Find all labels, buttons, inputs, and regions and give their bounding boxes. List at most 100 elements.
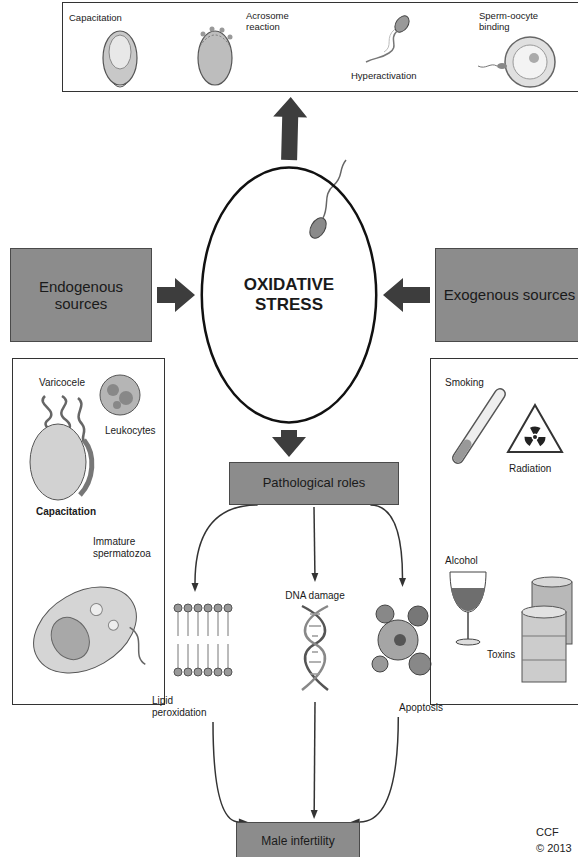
- effect-figure: Lipid peroxidation: [150, 595, 240, 720]
- lipid-bilayer: [224, 604, 232, 612]
- acrosome-sperm: [210, 27, 215, 32]
- block-arrow: [383, 278, 430, 312]
- radiation-sign: [508, 405, 562, 452]
- leukocyte: [100, 375, 140, 415]
- wine-glass: [450, 572, 486, 645]
- apoptotic-cell: [408, 606, 428, 626]
- oocyte: [478, 65, 497, 67]
- flow-line: [360, 717, 399, 822]
- effect-label: DNA damage: [285, 590, 344, 602]
- credit-label: CCF: [536, 826, 559, 838]
- source-label: Alcohol: [445, 555, 478, 567]
- central-ellipse: OXIDATIVE STRESS: [200, 165, 378, 425]
- dna-helix: [302, 606, 328, 690]
- oocyte: [513, 45, 547, 79]
- box-title: Exogenous sources: [444, 286, 576, 303]
- wine-glass: [451, 588, 485, 611]
- arrow-head: [399, 578, 406, 587]
- lipid-bilayer: [178, 644, 228, 668]
- dna-helix: [302, 606, 328, 690]
- varicocele: [30, 396, 92, 500]
- toxic-barrels: [522, 606, 566, 618]
- immature-spermatozoon: [88, 601, 104, 617]
- step-label: Sperm-oocyte binding: [479, 11, 545, 33]
- radiation-sign: [508, 405, 562, 452]
- leukocyte: [113, 401, 121, 409]
- immature-spermatozoon: [44, 610, 97, 666]
- cigarette: [458, 394, 500, 458]
- lipid-bilayer: [204, 604, 212, 612]
- block-arrow: [157, 278, 195, 312]
- immature-spermatozoon: [18, 570, 151, 691]
- oocyte: [505, 37, 555, 87]
- block-arrow: [383, 278, 430, 312]
- capacitation-sperm: [103, 31, 137, 87]
- box-title: Endogenous sources: [17, 278, 145, 313]
- flow-line: [370, 505, 402, 578]
- source-label: Capacitation: [36, 506, 96, 518]
- toxic-barrels: [522, 577, 572, 682]
- flow-line: [313, 702, 315, 810]
- source-label: Toxins: [487, 649, 515, 661]
- wine-glass: [467, 612, 469, 640]
- flow-line: [213, 722, 239, 822]
- arrow-head: [192, 583, 199, 592]
- source-box: Exogenous sources: [435, 248, 578, 342]
- source-panel: SmokingRadiationAlcoholToxins: [430, 358, 578, 705]
- varicocele: [78, 398, 84, 442]
- apoptotic-cell: [378, 620, 418, 660]
- flow-arrow: [311, 507, 318, 582]
- flow-arrow: [213, 722, 248, 826]
- box-title: Male infertility: [261, 835, 334, 849]
- lipid-bilayer: [194, 604, 202, 612]
- immature-spermatozoon: [18, 570, 162, 710]
- lipid-bilayer: [214, 604, 222, 612]
- hyperactivated-sperm: [392, 13, 412, 35]
- effect-figure: DNA damage: [268, 585, 362, 700]
- oocyte: [478, 37, 555, 87]
- lipid-bilayer: [174, 668, 182, 676]
- flow-line: [313, 507, 315, 573]
- toxic-barrels: [522, 660, 566, 661]
- lipid-bilayer: [174, 604, 232, 676]
- oocyte: [529, 53, 539, 63]
- immature-spermatozoon: [107, 618, 121, 632]
- lipid-bilayer: [178, 612, 228, 668]
- hyperactivated-sperm: [384, 29, 395, 52]
- toxic-barrels: [532, 577, 572, 587]
- varicocele: [30, 424, 86, 500]
- step-label: Capacitation: [69, 13, 122, 24]
- lipid-bilayer: [184, 604, 192, 612]
- radiation-sign: [533, 435, 537, 439]
- flow-arrow: [311, 702, 318, 819]
- source-panel: VaricoceleLeukocytesCapacitationImmature…: [12, 358, 165, 705]
- lipid-bilayer: [204, 668, 212, 676]
- oocyte: [497, 63, 507, 69]
- immature-spermatozoon: [18, 570, 162, 710]
- acrosome-sperm: [228, 35, 233, 40]
- lipid-bilayer: [214, 668, 222, 676]
- box-title: Pathological roles: [263, 476, 366, 491]
- effect-label: Lipid peroxidation: [152, 695, 214, 718]
- source-box: Endogenous sources: [10, 248, 152, 342]
- lipid-bilayer: [174, 604, 182, 612]
- lipid-bilayer: [194, 668, 202, 676]
- acrosome-sperm: [200, 35, 230, 46]
- immature-spermatozoon: [124, 626, 152, 665]
- block-arrow: [157, 278, 195, 312]
- block-arrow: [273, 97, 307, 160]
- source-label: Radiation: [509, 463, 551, 475]
- source-label: Immature spermatozoa: [93, 536, 163, 559]
- flow-arrow: [370, 505, 406, 587]
- acrosome-sperm: [220, 28, 225, 33]
- arrow-head: [311, 573, 318, 582]
- wine-glass: [456, 639, 480, 645]
- dna-helix: [302, 606, 328, 690]
- block-arrow: [272, 430, 306, 457]
- step-label: Hyperactivation: [351, 71, 416, 82]
- process-box: Pathological roles: [229, 462, 399, 505]
- process-panel: CapacitationAcrosome reactionHyperactiva…: [62, 2, 578, 92]
- cigarette: [458, 394, 500, 458]
- hyperactivated-sperm: [366, 31, 397, 62]
